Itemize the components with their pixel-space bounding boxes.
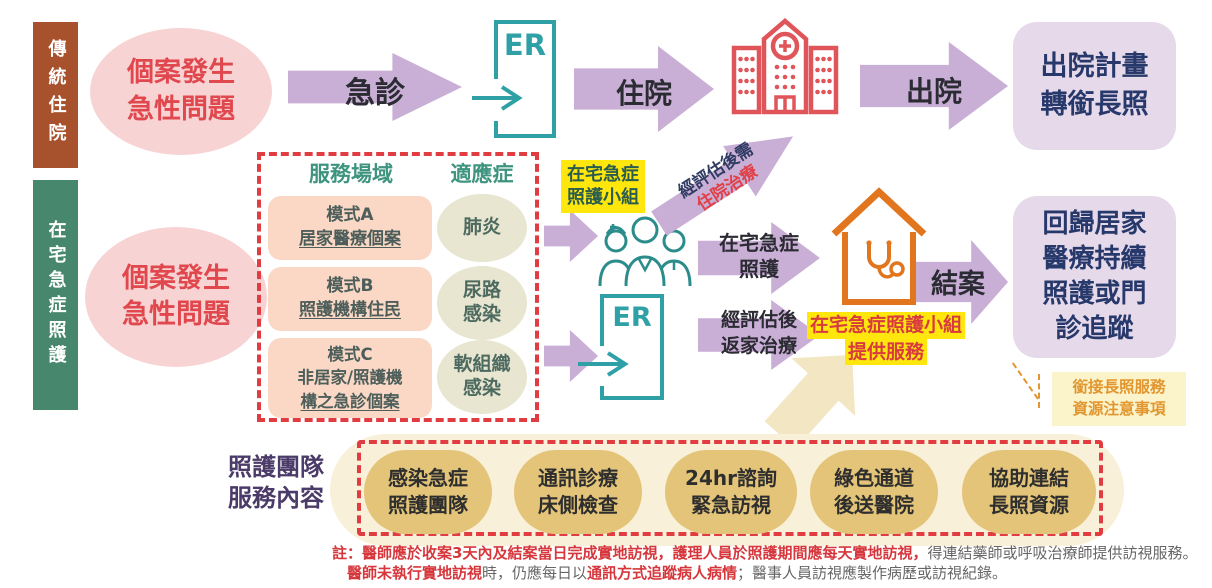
indication-soft-tissue: 軟組織 感染 bbox=[437, 340, 527, 414]
sidebar-traditional-hospitalization: 傳統住院 bbox=[33, 22, 78, 168]
service-pill-telemedicine: 通訊診療 床側檢查 bbox=[514, 450, 642, 534]
panel-to-team-arrow bbox=[544, 210, 598, 262]
services-dashed-border bbox=[357, 440, 1103, 536]
er-entry-arrow-icon bbox=[472, 85, 523, 111]
footnote-line-2: 醫師未執行實地訪視時，仍應每日以通訊方式追蹤病人病情；醫事人員訪視應製作病歷或訪… bbox=[347, 564, 1008, 582]
ltc-note-box: 銜接長照服務 資源注意事項 bbox=[1052, 372, 1186, 426]
service-pill-24hr-visit: 24hr諮詢 緊急訪視 bbox=[665, 450, 797, 534]
discharge-arrow-label: 出院 bbox=[905, 75, 962, 108]
footnote-line-1: 註：醫師應於收案3天內及結案當日完成實地訪視，護理人員於照護期間應每天實地訪視，… bbox=[332, 544, 1198, 562]
hospital-icon bbox=[731, 18, 839, 115]
indication-pneumonia: 肺炎 bbox=[437, 194, 527, 262]
er-box-home: ER bbox=[578, 294, 664, 400]
ltc-note-connector-diagonal bbox=[1011, 362, 1039, 400]
team-provides-service-tag: 在宅急症照護小組 提供服務 bbox=[806, 312, 966, 366]
mode-a-box: 模式A 居家醫療個案 bbox=[268, 196, 432, 260]
medical-team-icon bbox=[598, 216, 692, 286]
mode-b-box: 模式B 照護機構住民 bbox=[268, 267, 432, 331]
case-acute-problem-ellipse-top: 個案發生 急性問題 bbox=[90, 28, 272, 155]
mode-c-box: 模式C 非居家/照護機 構之急診個案 bbox=[268, 338, 432, 418]
care-team-services-label: 照護團隊 服務內容 bbox=[228, 453, 324, 513]
outcome-box: 回歸居家 醫療持續 照護或門 診追蹤 bbox=[1013, 196, 1176, 358]
service-setting-header: 服務場域 bbox=[309, 162, 393, 186]
er-entry-arrow-icon bbox=[578, 351, 629, 377]
case-acute-problem-ellipse-home: 個案發生 急性問題 bbox=[85, 227, 267, 367]
service-pill-ltc-link: 協助連結 長照資源 bbox=[962, 450, 1096, 534]
er-box-top-label: ER bbox=[503, 28, 547, 62]
er-box-top: ER bbox=[472, 20, 556, 138]
indication-header: 適應症 bbox=[450, 162, 514, 186]
admission-arrow-label: 住院 bbox=[615, 77, 672, 110]
service-pill-green-channel: 綠色通道 後送醫院 bbox=[810, 450, 938, 534]
service-modes-panel bbox=[257, 152, 539, 422]
er-box-home-label: ER bbox=[612, 302, 652, 333]
home-acute-team-tag: 在宅急症 照護小組 bbox=[561, 160, 645, 213]
ltc-note-connector-vertical bbox=[1038, 374, 1040, 408]
er-visit-arrow-label: 急診 bbox=[345, 76, 405, 111]
footnote: 註：醫師應於收案3天內及結案當日完成實地訪視，護理人員於照護期間應每天實地訪視，… bbox=[332, 543, 1212, 583]
case-close-arrow-label: 結案 bbox=[931, 269, 985, 300]
discharge-plan-box: 出院計畫 轉銜長照 bbox=[1013, 22, 1176, 150]
return-home-arrow-label: 經評估後 返家治療 bbox=[720, 309, 797, 357]
home-acute-care-arrow-label: 在宅急症 照護 bbox=[719, 231, 799, 281]
indication-uti: 尿路 感染 bbox=[437, 266, 527, 340]
service-pill-infection-team: 感染急症 照護團隊 bbox=[364, 450, 492, 534]
house-care-icon bbox=[831, 187, 927, 305]
sidebar-home-acute-care: 在宅急症照護 bbox=[33, 180, 78, 410]
